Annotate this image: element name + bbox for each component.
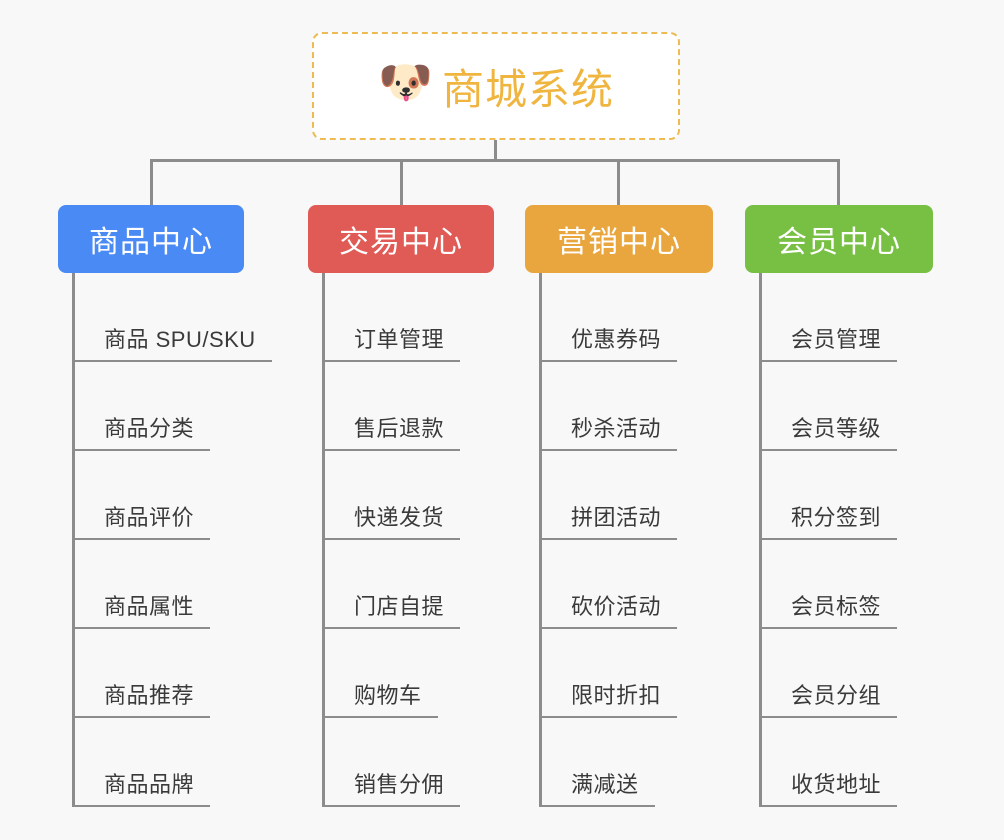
- leaf-item-label: 会员分组: [791, 682, 882, 708]
- leaf-item-label: 会员等级: [791, 415, 882, 441]
- leaf-item[interactable]: 收货地址: [759, 718, 933, 807]
- leaf-item-label: 拼团活动: [571, 504, 662, 530]
- connector-root-stem: [494, 140, 497, 162]
- category-node[interactable]: 交易中心: [308, 205, 494, 273]
- leaf-item-label: 限时折扣: [571, 682, 662, 708]
- category-node-label: 会员中心: [777, 226, 901, 259]
- leaf-item-label: 快递发货: [354, 504, 445, 530]
- leaf-item-underline: 限时折扣: [539, 682, 678, 718]
- leaf-item[interactable]: 商品评价: [72, 451, 244, 540]
- leaf-item[interactable]: 销售分佣: [322, 718, 494, 807]
- category-column-4: 会员中心会员管理会员等级积分签到会员标签会员分组收货地址: [745, 205, 933, 807]
- root-node-title: 商城系统: [441, 65, 614, 113]
- leaf-item[interactable]: 拼团活动: [539, 451, 713, 540]
- connector-drop-3: [617, 159, 620, 205]
- leaf-item-label: 满减送: [571, 771, 639, 797]
- leaf-item-label: 商品品牌: [104, 771, 195, 797]
- connector-drop-2: [400, 159, 403, 205]
- leaf-item-underline: 门店自提: [322, 593, 461, 629]
- leaf-item-label: 商品评价: [104, 504, 195, 530]
- leaf-item[interactable]: 会员等级: [759, 362, 933, 451]
- leaf-list: 会员管理会员等级积分签到会员标签会员分组收货地址: [759, 273, 933, 807]
- leaf-item[interactable]: 快递发货: [322, 451, 494, 540]
- category-node-label: 营销中心: [557, 226, 681, 259]
- leaf-item-label: 销售分佣: [354, 771, 445, 797]
- leaf-item-underline: 商品 SPU/SKU: [72, 327, 272, 362]
- leaf-item-underline: 快递发货: [322, 504, 461, 540]
- category-column-1: 商品中心商品 SPU/SKU 商品分类商品评价商品属性商品推荐商品品牌: [58, 205, 272, 807]
- leaf-item-underline: 购物车: [322, 683, 438, 718]
- category-column-2: 交易中心订单管理售后退款快递发货门店自提购物车销售分佣: [308, 205, 494, 807]
- leaf-item-label: 积分签到: [791, 504, 882, 530]
- leaf-item[interactable]: 秒杀活动: [539, 362, 713, 451]
- category-node-label: 商品中心: [89, 226, 213, 259]
- leaf-item[interactable]: 门店自提: [322, 540, 494, 629]
- leaf-item-underline: 满减送: [539, 772, 655, 807]
- leaf-item[interactable]: 会员标签: [759, 540, 933, 629]
- leaf-item[interactable]: 会员分组: [759, 629, 933, 718]
- leaf-item[interactable]: 订单管理: [322, 273, 494, 362]
- leaf-item-label: 售后退款: [354, 415, 445, 441]
- leaf-item-label: 秒杀活动: [571, 415, 662, 441]
- leaf-item[interactable]: 满减送: [539, 718, 713, 807]
- leaf-item-label: 收货地址: [791, 771, 882, 797]
- leaf-item-underline: 会员等级: [759, 415, 898, 451]
- leaf-item-underline: 售后退款: [322, 415, 461, 451]
- root-node-mall-system[interactable]: 🐶 商城系统: [312, 32, 680, 140]
- category-node[interactable]: 营销中心: [525, 205, 713, 273]
- leaf-item-label: 商品分类: [104, 415, 195, 441]
- leaf-item-underline: 砍价活动: [539, 593, 678, 629]
- leaf-item-underline: 订单管理: [322, 326, 461, 362]
- leaf-item-underline: 收货地址: [759, 771, 898, 807]
- leaf-item-label: 购物车: [354, 682, 422, 708]
- leaf-item-label: 优惠券码: [571, 326, 662, 352]
- leaf-list: 订单管理售后退款快递发货门店自提购物车销售分佣: [322, 273, 494, 807]
- leaf-item[interactable]: 售后退款: [322, 362, 494, 451]
- leaf-item-label: 砍价活动: [571, 593, 662, 619]
- leaf-item-label: 会员管理: [791, 326, 882, 352]
- leaf-item-underline: 会员分组: [759, 682, 898, 718]
- leaf-item-underline: 优惠券码: [539, 326, 678, 362]
- leaf-item-label: 商品属性: [104, 593, 195, 619]
- leaf-item-underline: 商品品牌: [72, 771, 211, 807]
- connector-drop-1: [150, 159, 153, 205]
- leaf-item[interactable]: 商品分类: [72, 362, 244, 451]
- leaf-item[interactable]: 购物车: [322, 629, 494, 718]
- leaf-item[interactable]: 会员管理: [759, 273, 933, 362]
- leaf-item-underline: 积分签到: [759, 504, 898, 540]
- connector-drop-4: [837, 159, 840, 205]
- leaf-item-underline: 秒杀活动: [539, 415, 678, 451]
- connector-horizontal-bus: [150, 159, 838, 162]
- leaf-item-underline: 商品评价: [72, 504, 211, 540]
- leaf-item[interactable]: 砍价活动: [539, 540, 713, 629]
- leaf-list: 优惠券码秒杀活动拼团活动砍价活动限时折扣满减送: [539, 273, 713, 807]
- leaf-item-underline: 商品属性: [72, 593, 211, 629]
- leaf-item[interactable]: 积分签到: [759, 451, 933, 540]
- leaf-item-label: 会员标签: [791, 593, 882, 619]
- leaf-item[interactable]: 商品推荐: [72, 629, 244, 718]
- leaf-item-label: 门店自提: [354, 593, 445, 619]
- leaf-item[interactable]: 商品 SPU/SKU: [72, 273, 272, 362]
- dog-face-icon: 🐶: [377, 58, 433, 107]
- leaf-item[interactable]: 限时折扣: [539, 629, 713, 718]
- leaf-item-label: 商品推荐: [104, 682, 195, 708]
- leaf-item[interactable]: 商品品牌: [72, 718, 244, 807]
- leaf-item-underline: 销售分佣: [322, 771, 461, 807]
- category-node[interactable]: 会员中心: [745, 205, 933, 273]
- leaf-item-underline: 会员管理: [759, 326, 898, 362]
- leaf-item-underline: 会员标签: [759, 593, 898, 629]
- leaf-item[interactable]: 优惠券码: [539, 273, 713, 362]
- leaf-list: 商品 SPU/SKU 商品分类商品评价商品属性商品推荐商品品牌: [72, 273, 272, 807]
- leaf-item-label: 订单管理: [354, 326, 445, 352]
- category-node-label: 交易中心: [339, 226, 463, 259]
- leaf-item[interactable]: 商品属性: [72, 540, 244, 629]
- leaf-item-underline: 拼团活动: [539, 504, 678, 540]
- category-column-3: 营销中心优惠券码秒杀活动拼团活动砍价活动限时折扣满减送: [525, 205, 713, 807]
- leaf-item-underline: 商品分类: [72, 415, 211, 451]
- leaf-item-underline: 商品推荐: [72, 682, 211, 718]
- category-node[interactable]: 商品中心: [58, 205, 244, 273]
- leaf-item-label: 商品 SPU/SKU: [104, 326, 256, 352]
